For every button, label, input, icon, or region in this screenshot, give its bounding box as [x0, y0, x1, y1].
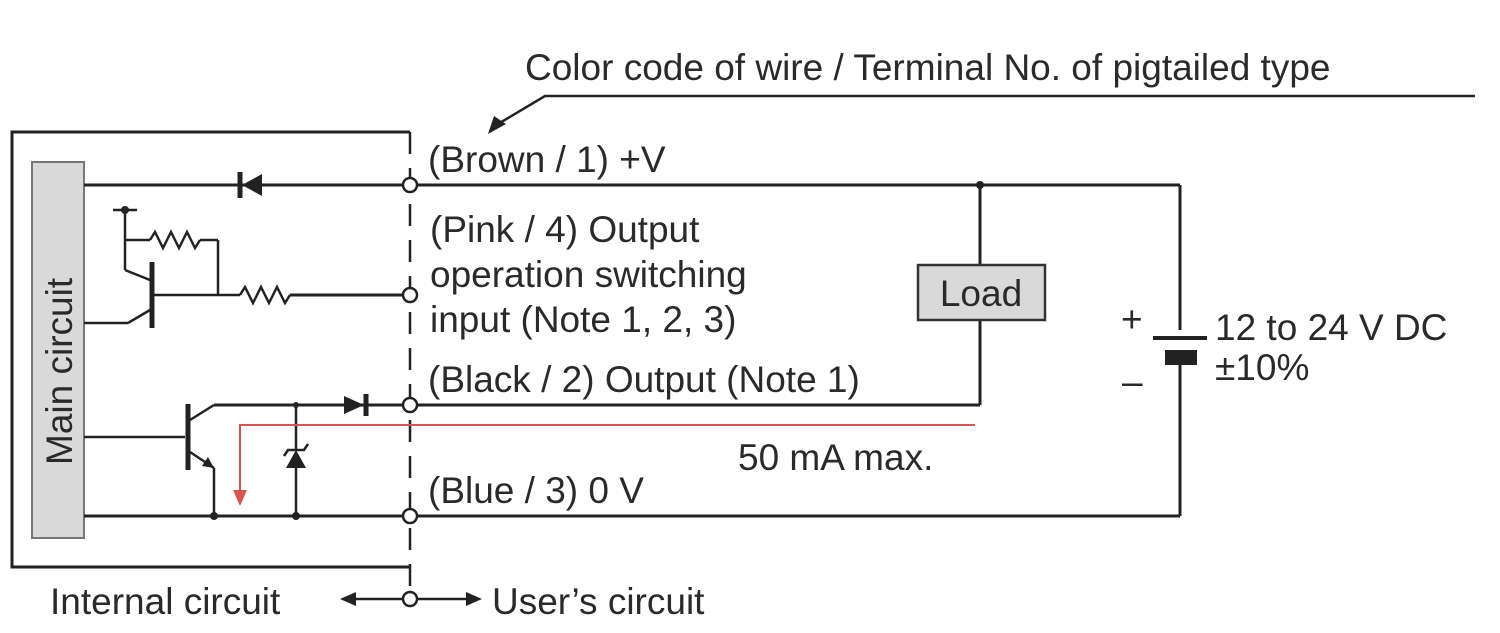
- terminal-pink: [401, 286, 419, 304]
- supply-plus-label: +: [1121, 299, 1143, 340]
- terminal-black-label: (Black / 2) Output (Note 1): [428, 359, 860, 400]
- header-leader-arrowhead: [488, 116, 506, 134]
- supply-minus-label: –: [1122, 361, 1143, 402]
- current-path-arrowhead: [233, 490, 247, 506]
- output-transistor-collector: [189, 403, 215, 422]
- supply-tolerance-label: ±10%: [1215, 347, 1309, 388]
- user-arrow-icon: [466, 592, 482, 606]
- current-path-line: [239, 424, 975, 493]
- internal-circuit-border: [10, 130, 410, 569]
- output-diode-icon: [344, 396, 364, 414]
- header-label: Color code of wire / Terminal No. of pig…: [525, 47, 1331, 88]
- zener-top-dot: [293, 402, 299, 408]
- terminal-black: [401, 396, 419, 414]
- terminal-blue: [401, 507, 419, 525]
- input-transistor-collector: [127, 308, 151, 325]
- internal-circuit-label: Internal circuit: [50, 581, 281, 622]
- zener-diode-icon: [286, 450, 306, 468]
- main-circuit-block: [31, 161, 85, 539]
- terminal-brown: [401, 176, 419, 194]
- zener-bar: [282, 443, 310, 457]
- terminal-pink-label-line3: input (Note 1, 2, 3): [430, 299, 736, 340]
- input-transistor-emitter: [124, 268, 151, 282]
- terminal-boundary: [401, 590, 419, 608]
- internal-arrow-icon: [340, 592, 356, 606]
- supply-diode-icon: [242, 174, 262, 196]
- load-box: [916, 263, 1047, 322]
- user-circuit-label: User’s circuit: [492, 581, 705, 622]
- terminal-brown-label: (Brown / 1) +V: [428, 139, 666, 180]
- terminal-pink-label-line1: (Pink / 4) Output: [430, 209, 700, 250]
- battery-plate-short: [1165, 350, 1197, 365]
- supply-voltage-label: 12 to 24 V DC: [1215, 307, 1447, 348]
- current-label: 50 mA max.: [738, 437, 933, 478]
- header-leader-line: [497, 94, 1475, 126]
- load-label: Load: [940, 273, 1022, 314]
- main-circuit-label: Main circuit: [39, 277, 80, 465]
- pullup-resistor-icon: [148, 229, 202, 251]
- terminal-pink-label-line2: operation switching: [430, 254, 747, 295]
- terminal-blue-label: (Blue / 3) 0 V: [428, 470, 644, 511]
- output-emitter-arrow-icon: [202, 457, 214, 468]
- input-resistor-icon: [238, 284, 292, 306]
- vref-node: [121, 206, 129, 214]
